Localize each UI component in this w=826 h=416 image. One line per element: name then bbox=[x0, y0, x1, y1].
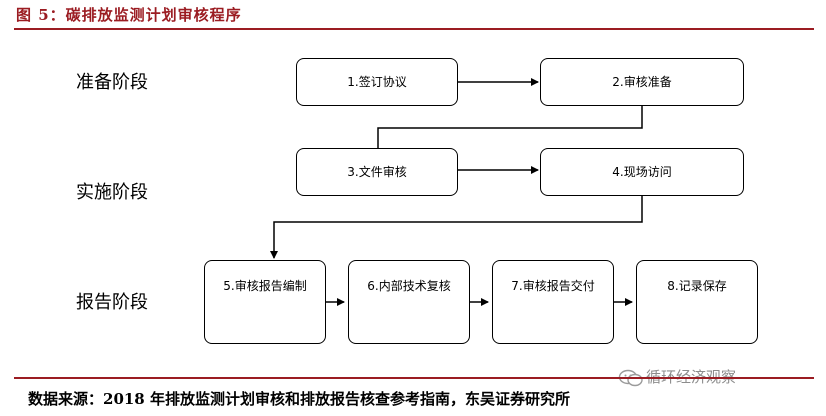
arrow-step4-to-step5 bbox=[270, 196, 643, 259]
step-4-box: 4.现场访问 bbox=[540, 148, 744, 196]
title-divider bbox=[14, 28, 814, 30]
step-3-box: 3.文件审核 bbox=[296, 148, 458, 196]
step-1-label: 1.签订协议 bbox=[347, 75, 407, 89]
wechat-logo-icon bbox=[618, 369, 643, 386]
figure-title: 图 5：碳排放监测计划审核程序 bbox=[16, 6, 242, 24]
step-8-label: 8.记录保存 bbox=[667, 279, 727, 293]
step-7-label: 7.审核报告交付 bbox=[511, 279, 595, 293]
stage-label-implement: 实施阶段 bbox=[76, 182, 148, 203]
step-7-box: 7.审核报告交付 bbox=[492, 260, 614, 344]
step-3-label: 3.文件审核 bbox=[347, 165, 407, 179]
step-6-label: 6.内部技术复核 bbox=[367, 279, 451, 293]
stage-label-prepare: 准备阶段 bbox=[76, 72, 148, 93]
step-2-label: 2.审核准备 bbox=[612, 75, 672, 89]
step-4-label: 4.现场访问 bbox=[612, 165, 672, 179]
step-5-label: 5.审核报告编制 bbox=[223, 279, 307, 293]
step-6-box: 6.内部技术复核 bbox=[348, 260, 470, 344]
stage-label-report: 报告阶段 bbox=[76, 292, 148, 313]
step-1-box: 1.签订协议 bbox=[296, 58, 458, 106]
step-5-box: 5.审核报告编制 bbox=[204, 260, 326, 344]
source-note: 数据来源：2018 年排放监测计划审核和排放报告核查参考指南，东吴证券研究所 bbox=[28, 390, 570, 408]
connector-step2-to-step3 bbox=[377, 106, 643, 148]
step-2-box: 2.审核准备 bbox=[540, 58, 744, 106]
step-8-box: 8.记录保存 bbox=[636, 260, 758, 344]
source-divider bbox=[14, 377, 814, 379]
